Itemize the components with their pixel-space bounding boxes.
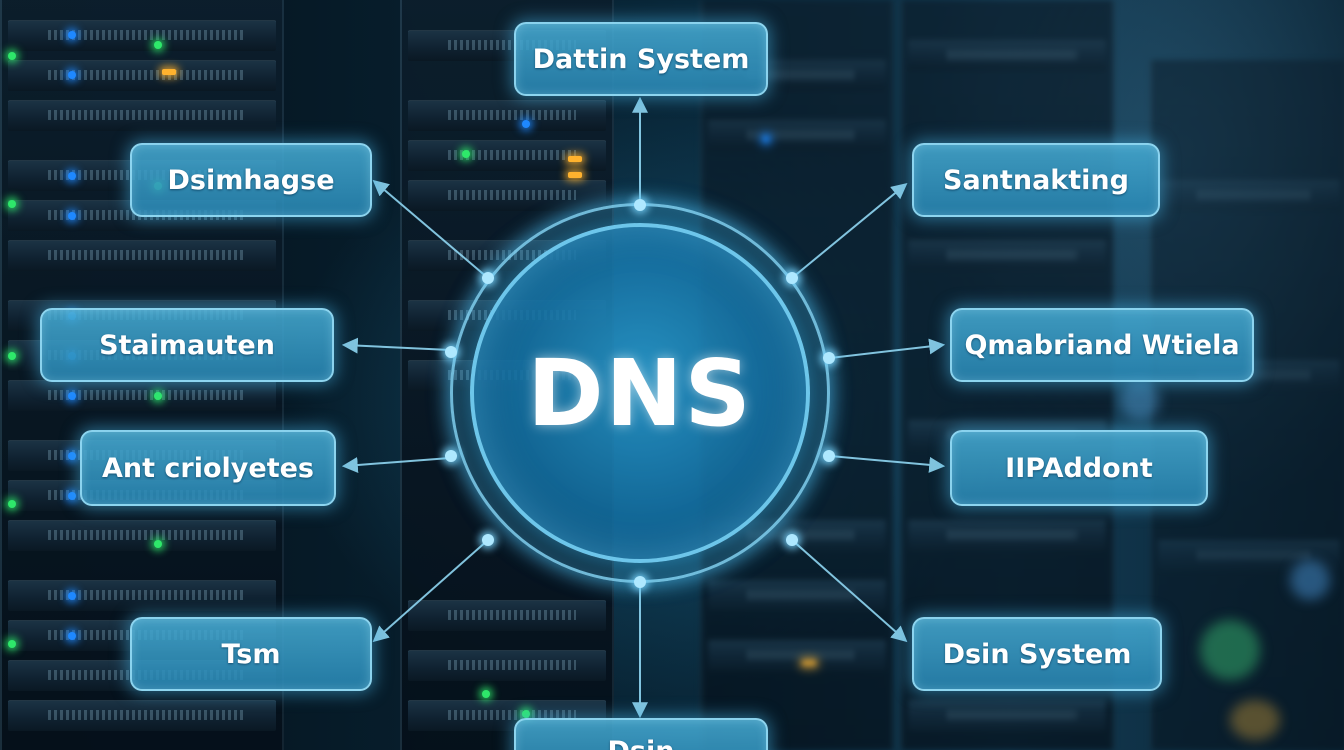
- link-right-2: [829, 338, 946, 359]
- ring-node-dot: [445, 346, 457, 358]
- link-left-2: [341, 337, 451, 354]
- node-left-1[interactable]: Dsimhagse: [130, 143, 372, 217]
- node-left-2[interactable]: Staimauten: [40, 308, 334, 382]
- ring-node-dot: [482, 272, 494, 284]
- node-top[interactable]: Dattin System: [514, 22, 768, 96]
- hub-label: DNS: [527, 339, 753, 447]
- ring-node-dot: [445, 450, 457, 462]
- link-left-1: [372, 179, 489, 279]
- node-right-1[interactable]: Santnakting: [912, 143, 1160, 217]
- link-left-3: [341, 457, 451, 474]
- ring-node-dot: [634, 199, 646, 211]
- ring-node-dot: [823, 352, 835, 364]
- node-right-2[interactable]: Qmabriand Wtiela: [950, 308, 1254, 382]
- node-right-3[interactable]: IIPAddont: [950, 430, 1208, 506]
- node-left-4[interactable]: Tsm: [130, 617, 372, 691]
- ring-node-dot: [482, 534, 494, 546]
- ring-node-dot: [786, 534, 798, 546]
- link-right-4: [791, 539, 908, 643]
- ring-node-dot: [786, 272, 798, 284]
- link-right-3: [829, 455, 946, 473]
- node-bottom[interactable]: Dsin: [514, 718, 768, 750]
- link-right-1: [791, 182, 908, 279]
- node-left-3[interactable]: Ant criolyetes: [80, 430, 336, 506]
- ring-node-dot: [823, 450, 835, 462]
- dns-hub: DNS: [470, 223, 810, 563]
- node-right-4[interactable]: Dsin System: [912, 617, 1162, 691]
- server-rack-far-right: [1150, 60, 1344, 750]
- link-left-4: [372, 539, 489, 643]
- ring-node-dot: [634, 576, 646, 588]
